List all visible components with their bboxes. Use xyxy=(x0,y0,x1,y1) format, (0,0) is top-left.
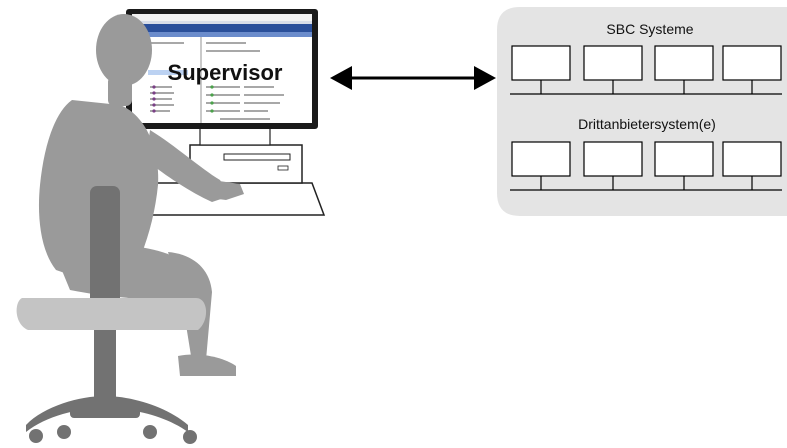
device-box-icon xyxy=(722,45,782,81)
group-title: SBC Systeme xyxy=(606,21,693,37)
group-drittanbietersysteme: Drittanbietersystem(e) xyxy=(510,116,782,191)
bidirectional-arrow-icon xyxy=(330,66,496,90)
monitor-stand xyxy=(199,127,271,146)
device-box-icon xyxy=(654,141,714,177)
device-box-icon xyxy=(511,141,571,177)
workstation-icon: Supervisor xyxy=(126,9,326,216)
chair-icon xyxy=(16,186,207,444)
chair-column xyxy=(94,330,116,400)
chair-seat xyxy=(16,298,207,330)
device-box-icon xyxy=(583,45,643,81)
chair-wheel xyxy=(183,430,197,444)
monitor-screen xyxy=(132,14,312,123)
group-sbc-systeme: SBC Systeme xyxy=(510,21,782,95)
device-box-icon xyxy=(722,141,782,177)
group-title: Drittanbietersystem(e) xyxy=(578,116,716,132)
chair-base xyxy=(26,396,188,432)
disk-button xyxy=(277,165,289,171)
chair-backrest xyxy=(90,186,120,318)
device-box-icon xyxy=(654,45,714,81)
chair-wheel xyxy=(143,425,157,439)
device-box-icon xyxy=(583,141,643,177)
device-box-icon xyxy=(511,45,571,81)
screen-toolbar xyxy=(132,24,312,32)
chair-wheel xyxy=(57,425,71,439)
disk-drive xyxy=(223,153,291,161)
supervisor-label: Supervisor xyxy=(168,60,283,85)
chair-wheel xyxy=(29,429,43,443)
